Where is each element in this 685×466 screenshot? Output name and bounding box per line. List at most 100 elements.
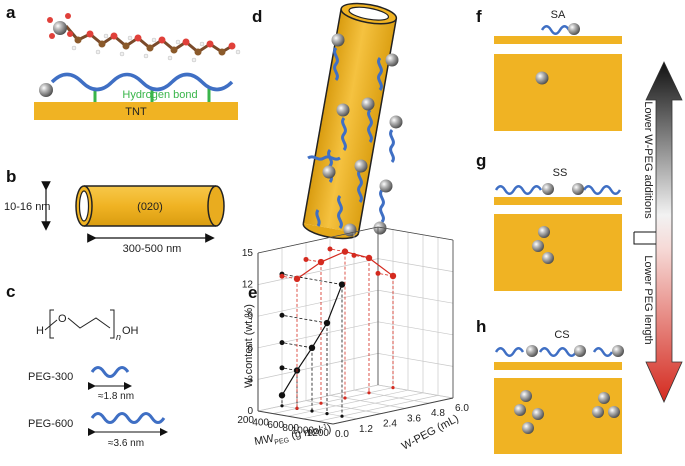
h-inner-particle-1 bbox=[520, 390, 532, 402]
h-inner-particle-4 bbox=[522, 422, 534, 434]
data-point bbox=[293, 275, 301, 283]
data-point bbox=[278, 392, 286, 399]
h-bulk bbox=[494, 378, 622, 454]
series-projection-point bbox=[303, 256, 309, 262]
series-floor-point bbox=[319, 401, 323, 405]
series-floor-point bbox=[367, 391, 371, 395]
panel-label-g: g bbox=[476, 151, 486, 170]
grid-line bbox=[257, 289, 379, 317]
panel-d: d bbox=[252, 2, 403, 240]
chart-z-axis-label: W content (wt.%) bbox=[243, 304, 255, 388]
arrow-label-top: Lower W-PEG additions bbox=[642, 101, 654, 219]
series-floor-point bbox=[391, 386, 395, 390]
grid-line bbox=[377, 384, 454, 399]
facet-label: (020) bbox=[137, 201, 163, 213]
y-tick-label: 3.6 bbox=[407, 413, 421, 424]
x-tick-label: 400 bbox=[252, 418, 269, 429]
g-inner-particle-2 bbox=[532, 240, 544, 252]
y-tick-label: 4.8 bbox=[431, 408, 445, 419]
h-inner-particle-7 bbox=[608, 406, 620, 418]
g-peg-strand-right bbox=[582, 185, 622, 195]
grid-line bbox=[257, 384, 379, 412]
series-floor-point bbox=[295, 406, 299, 410]
tnt-substrate bbox=[34, 102, 238, 120]
y-tick-label: 6.0 bbox=[455, 403, 469, 414]
g-surface-particle-2 bbox=[572, 183, 584, 195]
grid-line bbox=[317, 395, 439, 422]
grid-line bbox=[353, 389, 430, 404]
z-tick-label: 9 bbox=[247, 311, 253, 322]
h-inner-particle-6 bbox=[592, 406, 604, 418]
h-surface-particle-2 bbox=[574, 345, 586, 357]
g-inner-particle-3 bbox=[542, 252, 554, 264]
h-surface-particle-3 bbox=[612, 345, 624, 357]
peg600-size: ≈3.6 nm bbox=[108, 438, 144, 449]
series-projection-point bbox=[327, 246, 333, 252]
series-floor-point bbox=[280, 404, 284, 408]
peg300-chain bbox=[90, 366, 130, 378]
peg300-size: ≈1.8 nm bbox=[98, 391, 134, 402]
grid-line bbox=[257, 321, 379, 349]
grid-line bbox=[377, 321, 454, 336]
g-bulk bbox=[494, 214, 622, 291]
z-tick-label: 0 bbox=[247, 406, 253, 417]
panel-a: a TNT Hydrogen bond bbox=[6, 3, 241, 120]
grid-line bbox=[377, 258, 454, 272]
grid-line bbox=[287, 389, 409, 417]
grid-line bbox=[305, 400, 382, 414]
w-nanoparticles-on-tube bbox=[322, 33, 403, 237]
x-tick-label: 1000 bbox=[292, 425, 315, 436]
x-label-sup: -1 bbox=[320, 423, 327, 431]
z-tick-label: 6 bbox=[247, 343, 253, 354]
series-projection-point bbox=[375, 270, 381, 276]
x-tick-label: 800 bbox=[282, 423, 299, 434]
peg600-chain bbox=[90, 412, 166, 424]
data-point bbox=[323, 319, 331, 327]
trend-arrow: Lower W-PEG additions Lower PEG length bbox=[633, 61, 683, 403]
panel-label-a: a bbox=[6, 3, 16, 22]
x-tick-label: 1200 bbox=[307, 428, 330, 439]
x-tick-label: 600 bbox=[267, 420, 284, 431]
axis-line-x bbox=[257, 410, 334, 425]
h-surface-particle-1 bbox=[526, 345, 538, 357]
peg-structural-formula: H O n OH bbox=[36, 309, 139, 342]
hydrogen-bond-label: Hydrogen bond bbox=[122, 89, 197, 101]
data-point bbox=[317, 258, 325, 266]
g-title: SS bbox=[553, 167, 568, 179]
series-floor-point bbox=[343, 396, 347, 400]
series-projection-point bbox=[279, 312, 285, 318]
f-top-layer bbox=[494, 36, 622, 44]
grid-line bbox=[272, 387, 394, 414]
peg-chain-wave bbox=[50, 72, 234, 92]
grid-line bbox=[329, 395, 406, 409]
z-tick-label: 15 bbox=[242, 248, 254, 259]
w-nanoparticle bbox=[39, 83, 53, 97]
peg600-label: PEG-600 bbox=[28, 418, 73, 430]
series-floor-point bbox=[310, 409, 314, 413]
h-peg-strand-2 bbox=[538, 347, 578, 357]
h-peg-strand-3 bbox=[592, 347, 614, 357]
axis-line-y bbox=[332, 397, 454, 425]
series-projection-point bbox=[279, 340, 285, 346]
data-point bbox=[341, 248, 349, 255]
grid-line bbox=[257, 353, 379, 380]
series-projection-line bbox=[281, 273, 343, 285]
x-label-main: MW bbox=[253, 433, 275, 448]
panel-label-b: b bbox=[6, 167, 16, 186]
box-edge bbox=[377, 226, 454, 241]
h-inner-particle-2 bbox=[514, 404, 526, 416]
panel-b: b (020) 10-16 nm 300-500 nm bbox=[4, 167, 225, 255]
data-point bbox=[308, 344, 316, 351]
y-tick-label: 0.0 bbox=[335, 429, 349, 440]
f-bulk bbox=[494, 54, 622, 131]
panel-label-f: f bbox=[476, 7, 482, 26]
box-edge bbox=[257, 226, 379, 254]
data-point bbox=[389, 272, 397, 280]
peg-molecule-model bbox=[47, 13, 241, 63]
f-inner-particle bbox=[535, 71, 549, 85]
diameter-label: 10-16 nm bbox=[4, 201, 50, 213]
f-peg-strand bbox=[540, 25, 571, 35]
panel-label-c: c bbox=[6, 282, 15, 301]
